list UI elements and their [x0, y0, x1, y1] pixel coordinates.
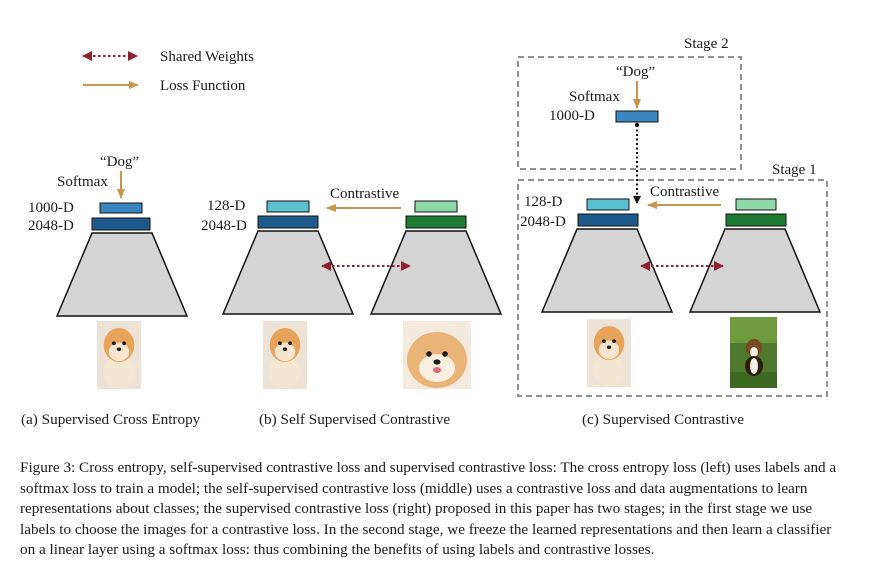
panel-b-128d-layer-left: [266, 200, 310, 213]
panel-b-caption: (b) Self Supervised Contrastive: [259, 411, 450, 428]
panel-c-dog-label: “Dog”: [616, 64, 655, 80]
panel-c-dim-top: 128-D: [524, 194, 562, 210]
panel-b-2048d-layer-right: [405, 215, 467, 229]
panel-c-2048d-layer-right: [725, 213, 787, 227]
panel-c-dog-image-right: [730, 317, 777, 388]
panel-a-dog-label: “Dog”: [100, 154, 139, 170]
stage2-dashed-box: [517, 56, 742, 170]
stage1-label: Stage 1: [772, 162, 817, 178]
panel-b-dim-bottom: 2048-D: [201, 218, 247, 234]
shared-weights-legend-label: Shared Weights: [160, 49, 254, 65]
panel-b: 128-D 2048-D Contrastive (b) Self Superv…: [201, 186, 503, 428]
panel-a-softmax-label: Softmax: [57, 174, 108, 190]
panel-c-encoder-right: [688, 228, 822, 313]
panel-c-dog-image-left: [587, 319, 631, 387]
panel-c-128d-layer-right: [735, 198, 777, 211]
panel-c-contrastive-label: Contrastive: [650, 184, 719, 200]
panel-a-2048d-layer: [91, 217, 151, 231]
panel-c-128d-layer-left: [586, 198, 630, 211]
panel-b-128d-layer-right: [414, 200, 458, 213]
panel-c-dim-stage2: 1000-D: [549, 108, 595, 124]
panel-c-1000d-layer: [615, 110, 659, 123]
panel-c: Stage 2 Stage 1 “Dog” Softmax 1000-D 128…: [517, 36, 828, 428]
stage2-label: Stage 2: [684, 36, 729, 52]
panel-b-encoder-left: [221, 230, 355, 315]
panel-a-dim-top: 1000-D: [28, 200, 74, 216]
panel-c-dim-bottom: 2048-D: [520, 214, 566, 230]
panel-a-dog-image: [97, 321, 141, 389]
panel-b-dog-image-right: [403, 321, 471, 389]
panel-b-dim-top: 128-D: [207, 198, 245, 214]
figure-diagram: Shared Weights Loss Function “Dog” Softm…: [21, 36, 828, 428]
loss-function-legend-label: Loss Function: [160, 78, 246, 94]
panel-c-caption: (c) Supervised Contrastive: [582, 411, 744, 428]
panel-c-softmax-label: Softmax: [569, 89, 620, 105]
legend: Shared Weights Loss Function: [82, 49, 254, 94]
panel-b-2048d-layer-left: [257, 215, 319, 229]
panel-a-dim-bottom: 2048-D: [28, 218, 74, 234]
stage1-dashed-box: [517, 179, 828, 397]
panel-a: “Dog” Softmax 1000-D 2048-D (a) Supervis…: [21, 154, 201, 428]
figure-caption: Figure 3: Cross entropy, self-supervised…: [20, 459, 837, 559]
panel-c-encoder-left: [540, 228, 674, 313]
panel-b-contrastive-label: Contrastive: [330, 186, 399, 202]
panel-a-1000d-layer: [99, 202, 143, 214]
panel-b-encoder-right: [369, 230, 503, 315]
panel-b-dog-image-left: [263, 321, 307, 389]
panel-a-caption: (a) Supervised Cross Entropy: [21, 411, 201, 428]
panel-c-2048d-layer-left: [577, 213, 639, 227]
panel-a-encoder: [55, 232, 189, 317]
panel-c-frozen-link-dot: [634, 122, 640, 128]
